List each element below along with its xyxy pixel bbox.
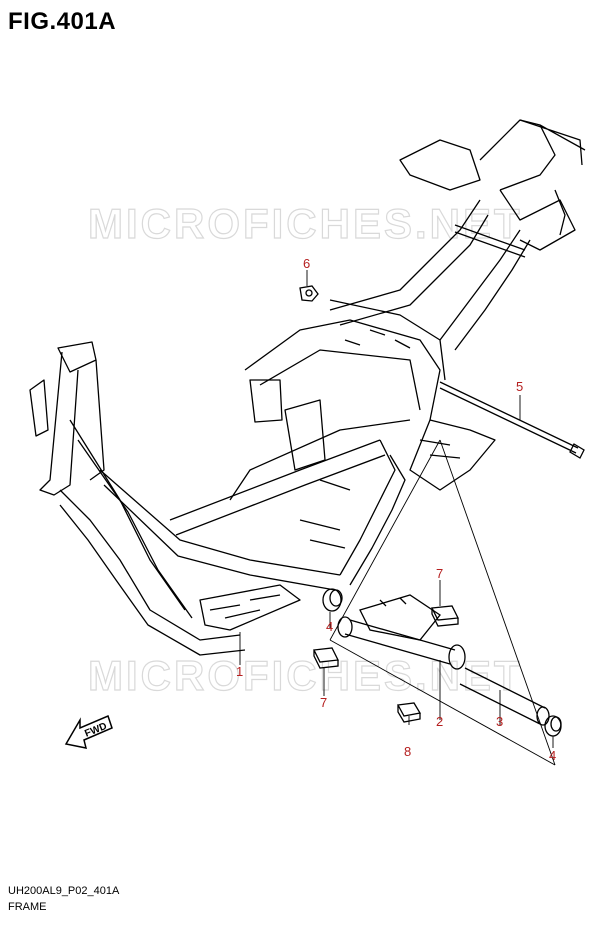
callout-4-right: 4: [549, 748, 556, 763]
fwd-label: FWD: [83, 721, 108, 740]
callout-7-top: 7: [436, 566, 443, 581]
callout-7-bottom: 7: [320, 695, 327, 710]
callout-8: 8: [404, 744, 411, 759]
part-8-cap: [396, 702, 422, 723]
part-6-nut: [299, 285, 319, 302]
figure-title: FIG.401A: [8, 8, 117, 35]
watermark-bottom: MICROFICHES.NET: [88, 652, 523, 699]
watermark-top: MICROFICHES.NET: [88, 200, 523, 247]
callout-6: 6: [303, 256, 310, 271]
callout-2: 2: [436, 714, 443, 729]
footer: UH200AL9_P02_401A FRAME: [8, 883, 119, 915]
part-4-bushings: [322, 588, 562, 737]
part-5-bolt: [439, 381, 585, 459]
callout-1: 1: [236, 664, 243, 679]
callout-5: 5: [516, 379, 523, 394]
part-7-pads: [313, 605, 460, 669]
callout-3: 3: [496, 714, 503, 729]
fwd-arrow: FWD: [64, 714, 113, 749]
frame-line-art: [29, 119, 586, 656]
part-2-pipe: [337, 594, 466, 670]
diagram-code: UH200AL9_P02_401A: [8, 885, 120, 897]
leader-lines: [239, 270, 556, 766]
diagram-name: FRAME: [8, 901, 47, 913]
callout-4-left: 4: [326, 619, 333, 634]
